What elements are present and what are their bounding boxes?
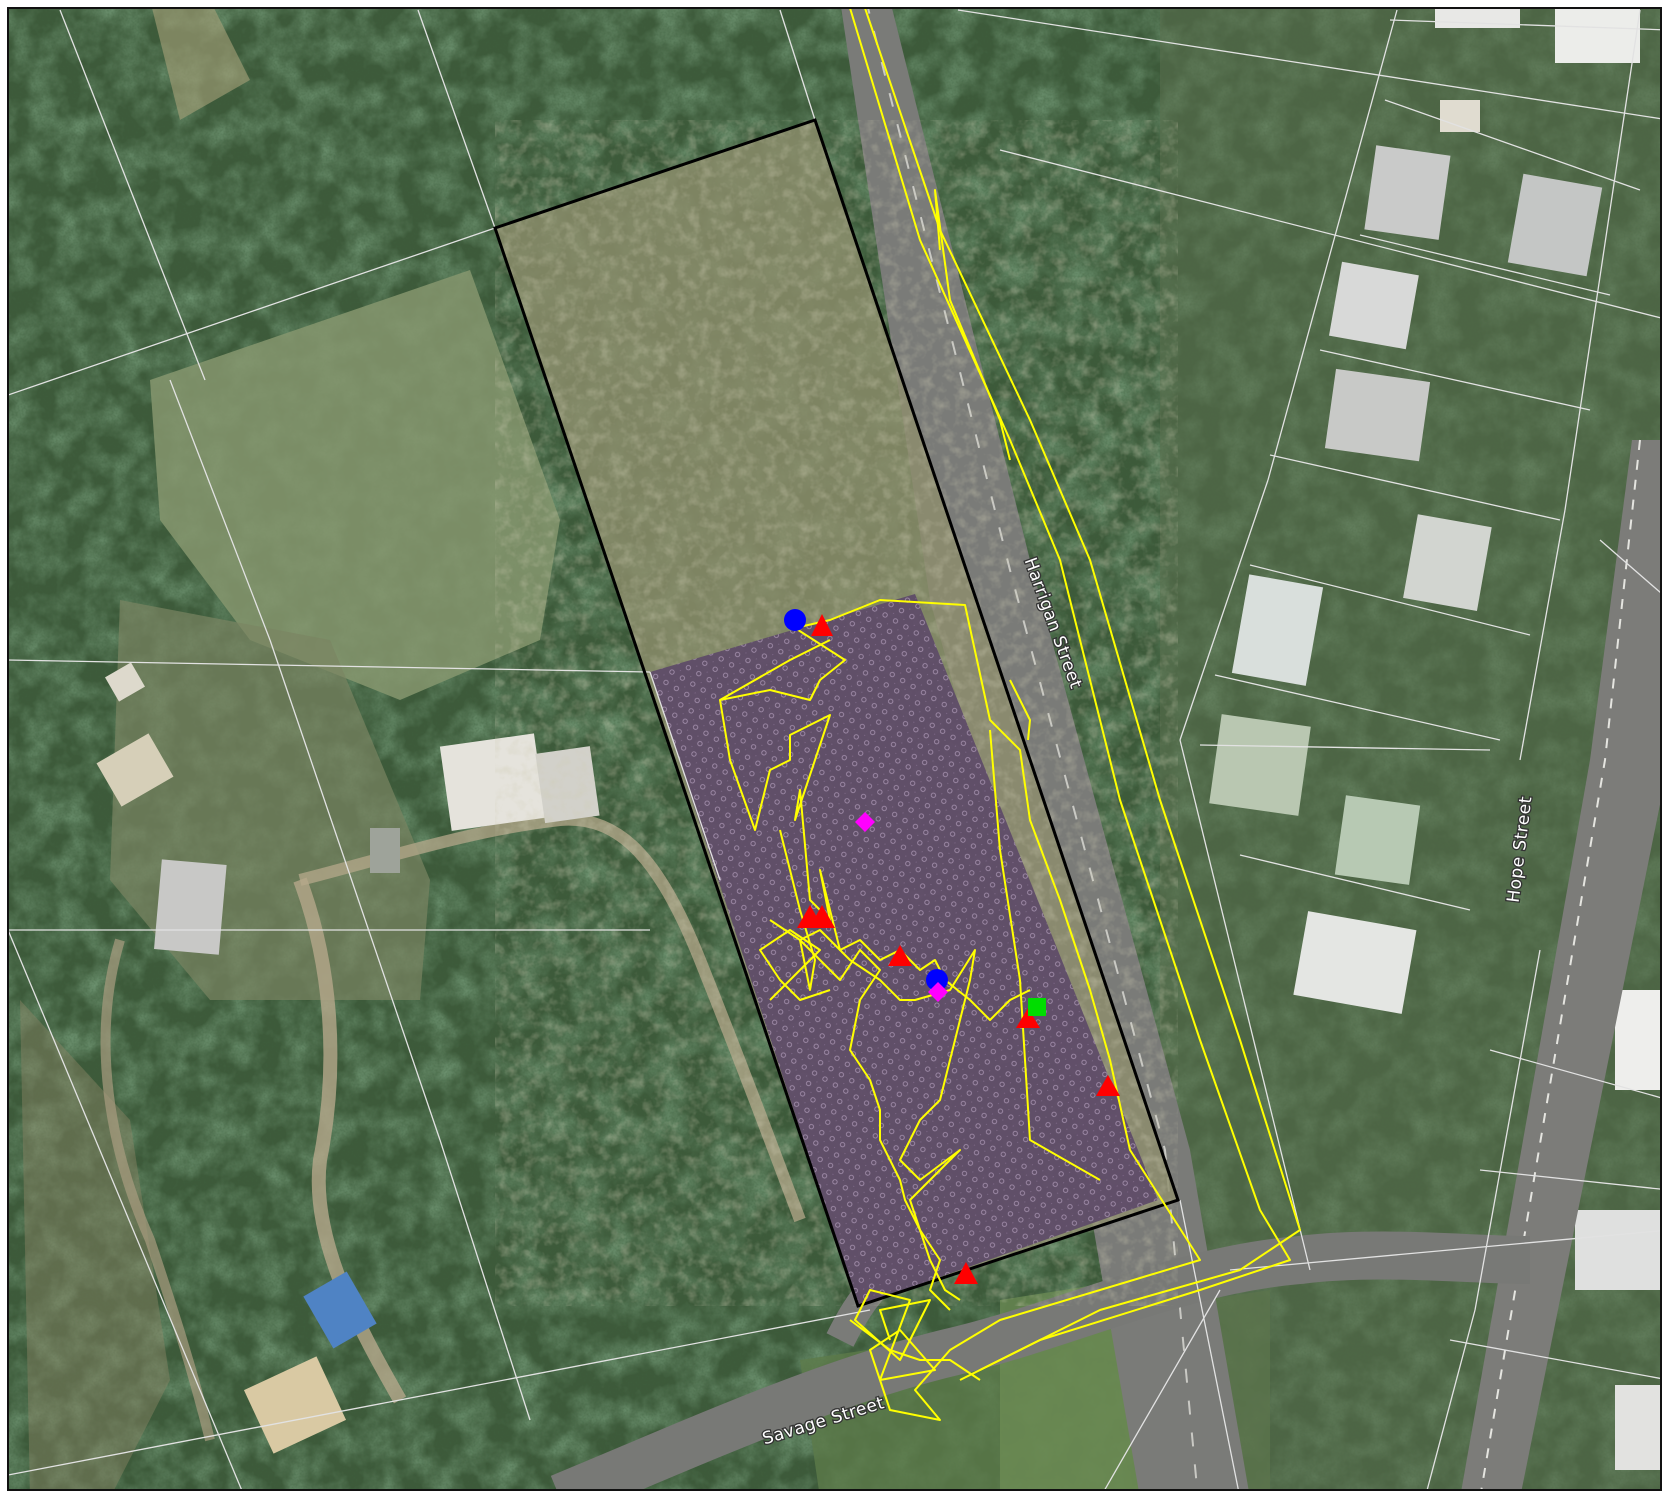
map-frame: [7, 7, 1662, 1491]
magenta-diamond-marker[interactable]: [855, 812, 875, 832]
red-triangle-marker[interactable]: [1016, 1008, 1040, 1028]
surveyed-area: [650, 594, 1158, 1306]
savage-street-road: [550, 1231, 1531, 1490]
magenta-diamond-marker[interactable]: [928, 982, 948, 1002]
blue-circle-marker[interactable]: [926, 969, 948, 991]
paddock: [150, 270, 560, 700]
blue-circle-marker[interactable]: [784, 609, 806, 631]
red-triangle-marker[interactable]: [811, 614, 833, 636]
red-triangle-marker[interactable]: [809, 905, 835, 928]
red-triangle-marker[interactable]: [888, 945, 912, 966]
red-triangle-marker[interactable]: [1096, 1075, 1120, 1096]
red-triangle-marker[interactable]: [954, 1262, 978, 1284]
markers: [784, 609, 1120, 1284]
buildings-west: [96, 662, 600, 1454]
property-boundary: [493, 118, 1180, 1308]
green-square-marker[interactable]: [1028, 998, 1046, 1016]
cadastral-boundaries: [8, 9, 1661, 1490]
